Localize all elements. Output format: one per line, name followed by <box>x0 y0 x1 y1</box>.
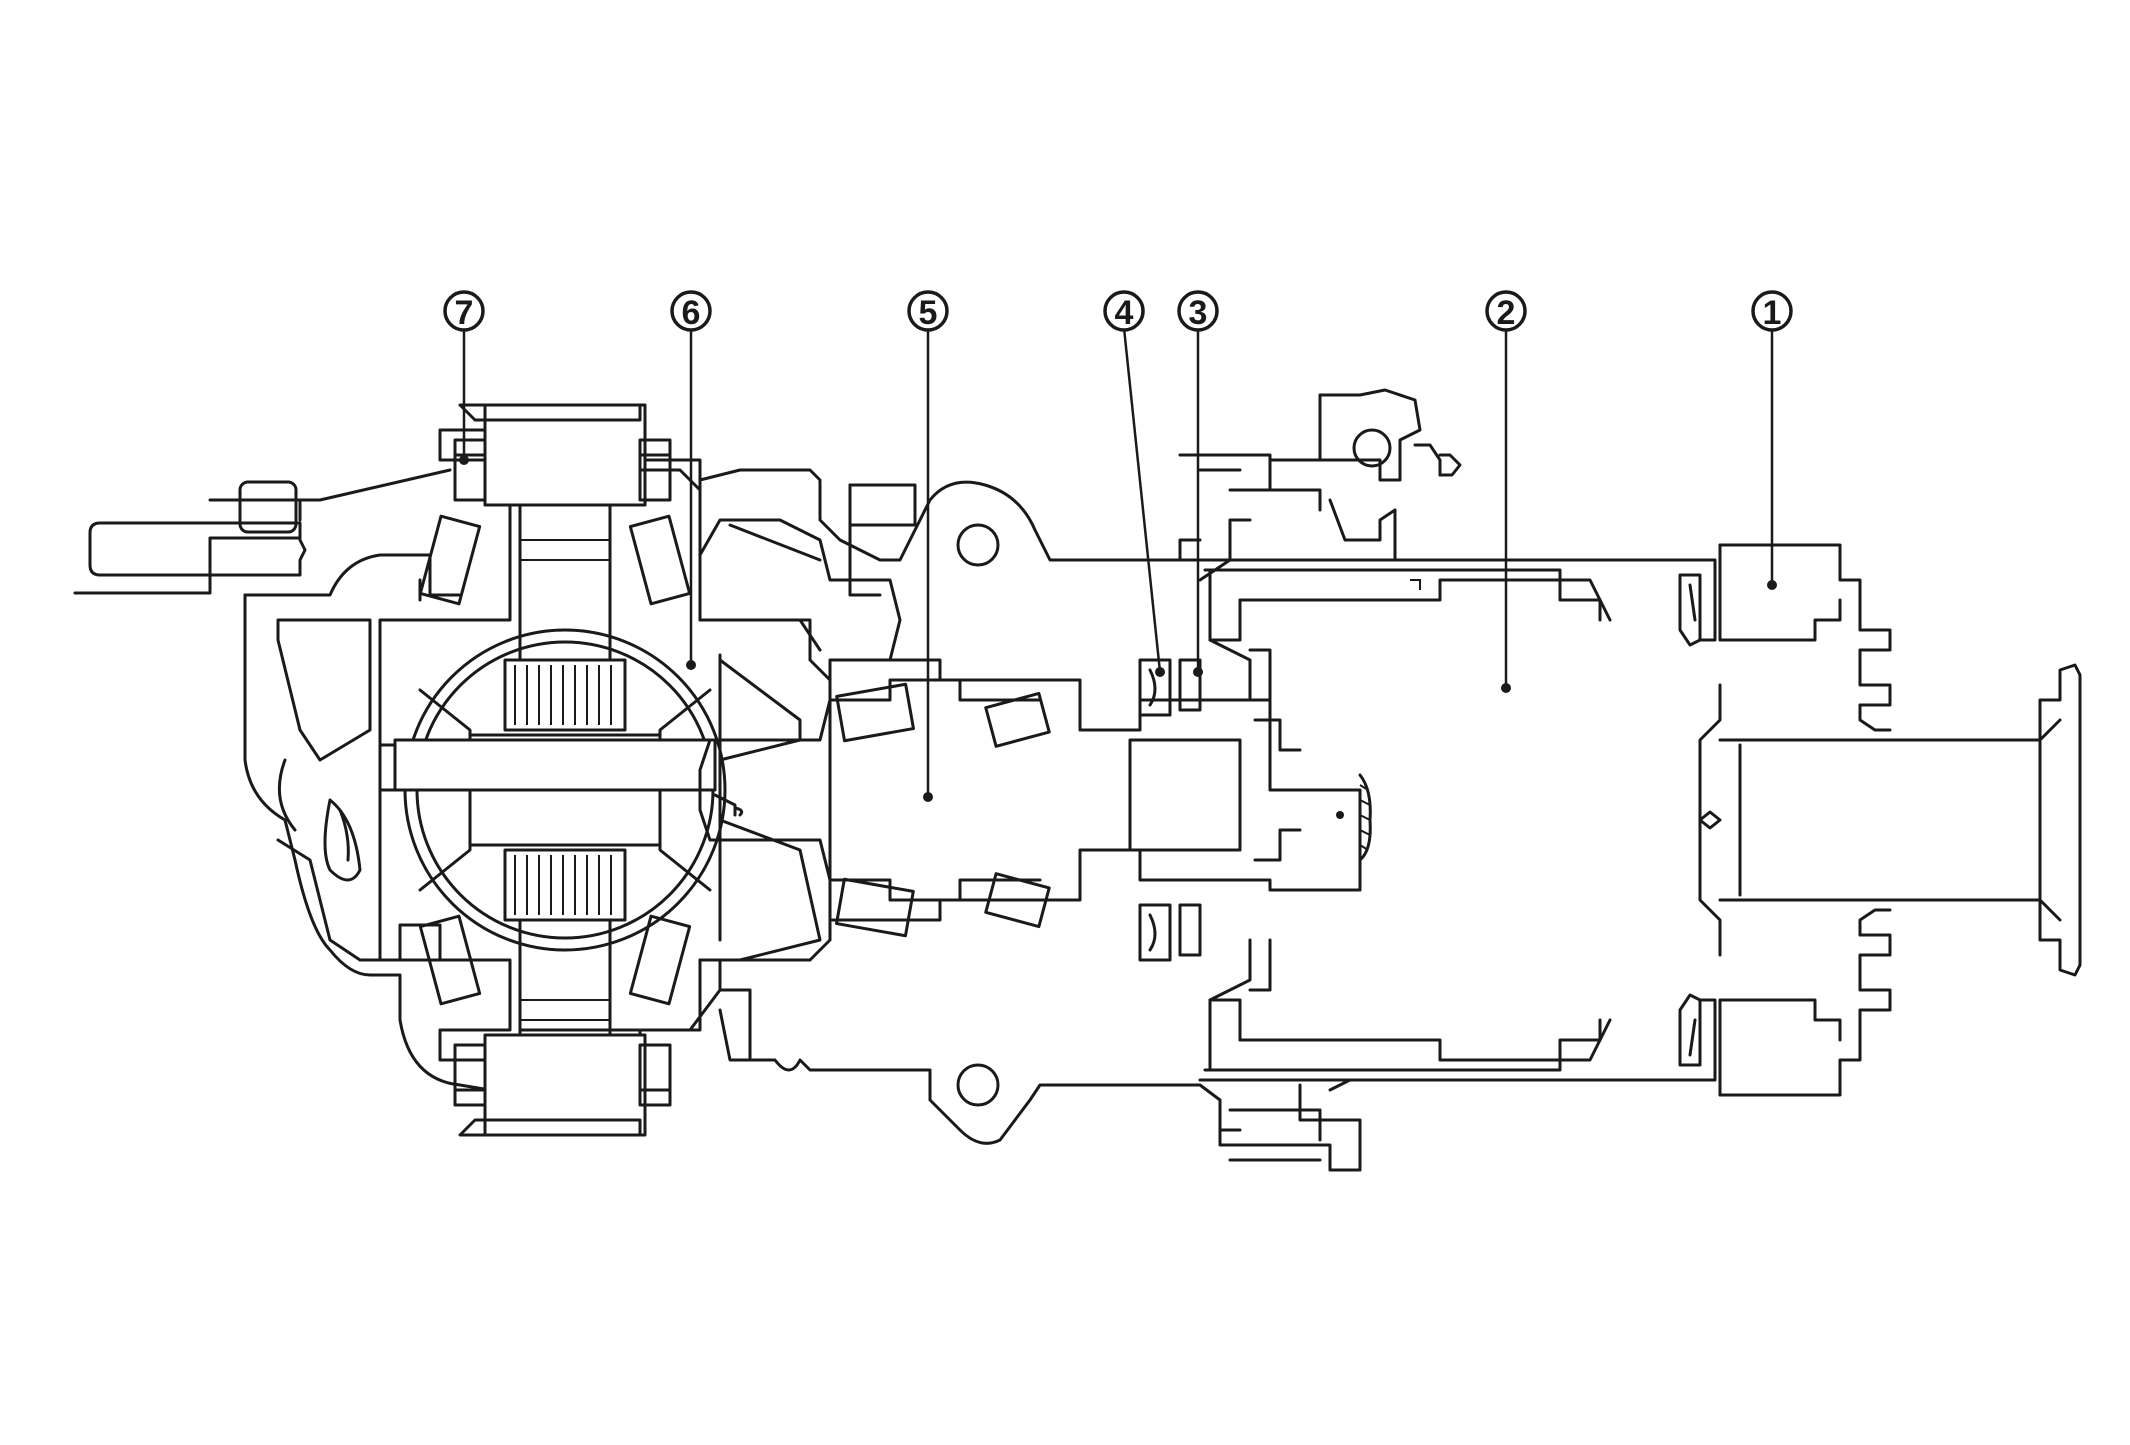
side-bearings <box>418 438 692 1107</box>
differential-case <box>378 428 832 1062</box>
upper-carrier-casing <box>638 453 1272 662</box>
callout-3: 3 <box>1177 290 1219 677</box>
callout-3-label: 3 <box>1189 294 1208 332</box>
differential-carrier-housing <box>243 553 722 1097</box>
callout-1: 1 <box>1751 290 1793 590</box>
differential-side-gears <box>378 628 744 952</box>
callout-2-label: 2 <box>1497 294 1516 332</box>
drive-pinion <box>698 678 1372 902</box>
pinion-bearings <box>828 658 1051 938</box>
callout-5-label: 5 <box>919 294 938 332</box>
callout-7: 7 <box>443 290 485 465</box>
callout-5: 5 <box>907 290 949 802</box>
callout-6-label: 6 <box>682 294 701 332</box>
lower-mount-bracket <box>718 988 1412 1172</box>
callout-7-label: 7 <box>455 294 474 332</box>
callout-4: 4 <box>1103 290 1165 677</box>
callout-6: 6 <box>670 290 712 670</box>
callout-1-label: 1 <box>1763 294 1782 332</box>
collapsible-spacer-and-seal <box>1138 658 1202 962</box>
callout-2: 2 <box>1485 290 1527 693</box>
callout-4-label: 4 <box>1115 294 1134 332</box>
companion-flange <box>1698 543 2082 1097</box>
pinion-retainer-housing <box>1198 558 1717 1082</box>
left-mount-bracket <box>73 468 452 595</box>
breather-plug <box>1268 388 1462 562</box>
